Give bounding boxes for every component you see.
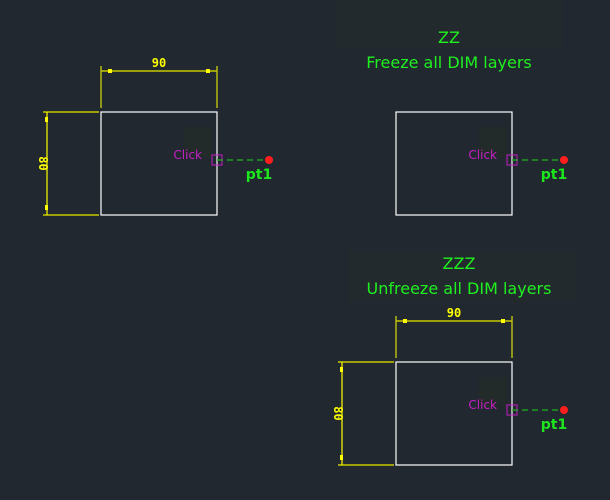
point-dot bbox=[560, 406, 568, 414]
command-zz-label: ZZ bbox=[438, 28, 460, 47]
dim-height-text: 80 bbox=[36, 156, 50, 170]
rectangle bbox=[395, 361, 513, 466]
command-zzz-description: Unfreeze all DIM layers bbox=[366, 279, 552, 298]
point-dot bbox=[265, 156, 273, 164]
cursor-highlight bbox=[479, 377, 507, 407]
dim-width-text: 90 bbox=[152, 56, 166, 70]
click-label: Click bbox=[468, 148, 497, 162]
view-frozen: Click pt1 bbox=[395, 111, 568, 216]
view-unfrozen: 90 80 Click pt1 bbox=[331, 306, 568, 466]
point-label: pt1 bbox=[246, 167, 272, 183]
view-original: 90 80 Click pt1 bbox=[36, 56, 273, 216]
dim-arrow bbox=[45, 117, 48, 122]
command-zz-description: Freeze all DIM layers bbox=[366, 53, 532, 72]
dim-arrow bbox=[206, 69, 210, 73]
dim-arrow bbox=[340, 367, 343, 372]
command-zzz-label: ZZZ bbox=[442, 254, 476, 273]
dim-arrow bbox=[45, 205, 48, 210]
point-label: pt1 bbox=[541, 167, 567, 183]
dim-height-text: 80 bbox=[331, 406, 345, 420]
click-label: Click bbox=[173, 148, 202, 162]
cursor-highlight bbox=[479, 127, 507, 157]
rectangle bbox=[100, 111, 218, 216]
dim-arrow bbox=[501, 319, 505, 323]
point-label: pt1 bbox=[541, 417, 567, 433]
cursor-highlight bbox=[184, 127, 212, 157]
rectangle bbox=[395, 111, 513, 216]
dim-arrow bbox=[403, 319, 407, 323]
point-dot bbox=[560, 156, 568, 164]
command-panel-zz bbox=[336, 0, 562, 48]
command-panel-zzz bbox=[348, 250, 576, 302]
dim-arrow bbox=[340, 455, 343, 460]
click-label: Click bbox=[468, 398, 497, 412]
dim-arrow bbox=[108, 69, 112, 73]
dim-width-text: 90 bbox=[447, 306, 461, 320]
